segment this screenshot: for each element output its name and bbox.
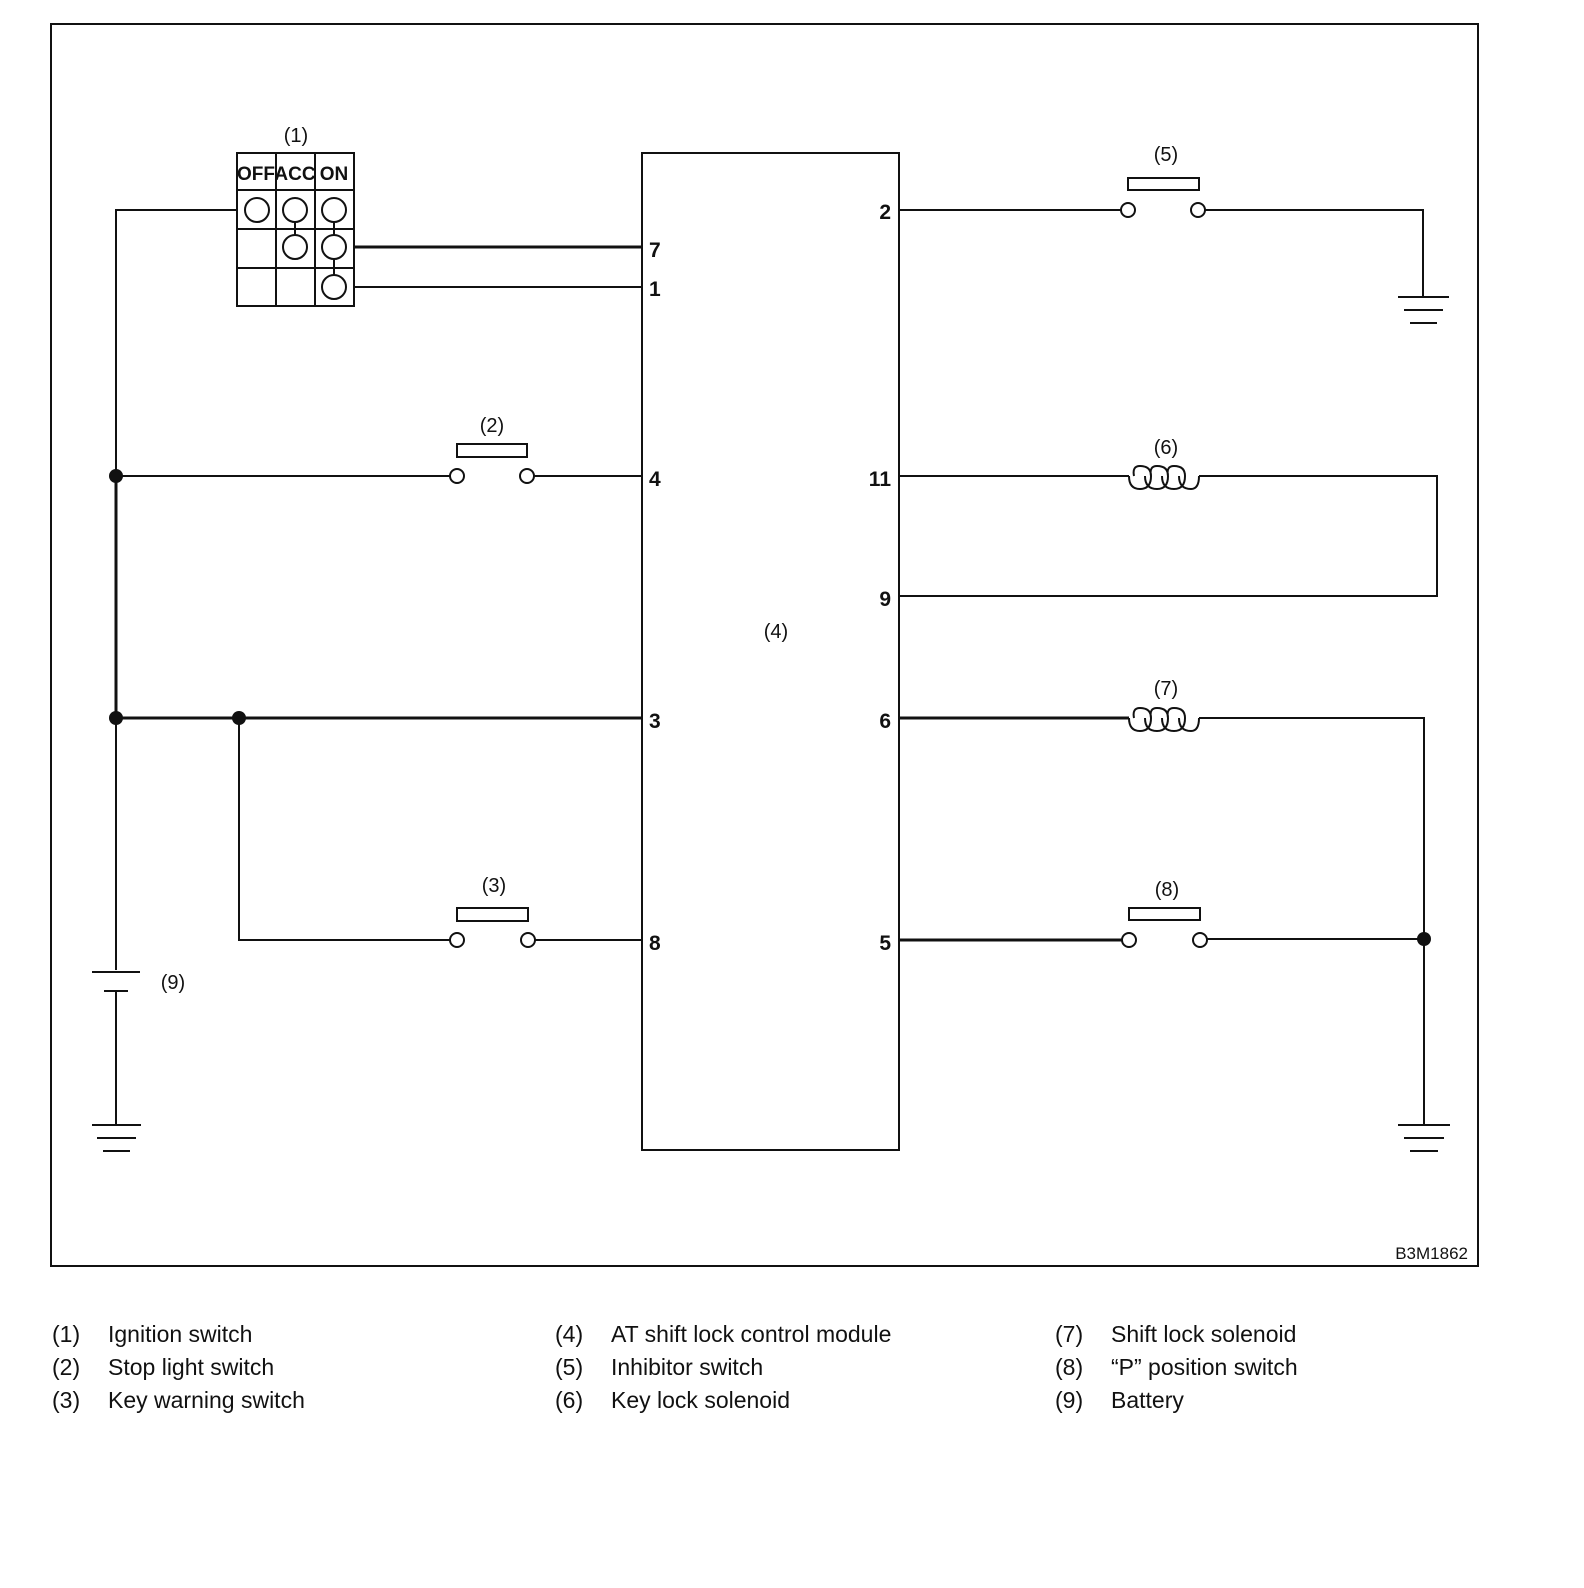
legend-item: (7) Shift lock solenoid bbox=[1055, 1318, 1298, 1351]
legend-text: Stop light switch bbox=[108, 1354, 275, 1380]
label-ignition-switch: (1) bbox=[284, 125, 308, 147]
legend-number: (3) bbox=[52, 1387, 81, 1413]
ignition-pos-on: ON bbox=[320, 164, 349, 185]
pin-2: 2 bbox=[879, 201, 891, 224]
legend-number: (6) bbox=[555, 1387, 584, 1413]
legend-column: (4) AT shift lock control module (5) Inhib… bbox=[555, 1318, 891, 1417]
shift-lock-control-module: (4) 7 1 4 3 8 2 11 9 6 5 bbox=[641, 152, 900, 1151]
ignition-switch: (1) OFF ACC ON bbox=[236, 125, 355, 307]
legend-text: Shift lock solenoid bbox=[1111, 1321, 1297, 1347]
legend-column: (1)Ignition switch (2)Stop light switch … bbox=[52, 1318, 305, 1417]
ground-symbol-left bbox=[92, 1124, 141, 1152]
legend-number: (5) bbox=[555, 1354, 584, 1380]
ignition-pos-off: OFF bbox=[237, 164, 275, 185]
pin-1: 1 bbox=[649, 278, 661, 301]
pin-8: 8 bbox=[649, 932, 661, 955]
legend-text: Key lock solenoid bbox=[611, 1387, 790, 1413]
legend-number: (4) bbox=[555, 1321, 584, 1347]
legend-text: AT shift lock control module bbox=[611, 1321, 892, 1347]
legend-number: (7) bbox=[1055, 1321, 1084, 1347]
legend-item: (2) Stop light switch bbox=[52, 1351, 305, 1384]
label-key-warning-switch: (3) bbox=[482, 875, 506, 897]
legend-item: (9) Battery bbox=[1055, 1384, 1298, 1417]
pin-3: 3 bbox=[649, 710, 661, 733]
label-shift-lock-solenoid: (7) bbox=[1154, 678, 1178, 700]
stop-light-switch: (2) bbox=[449, 415, 535, 484]
label-control-module: (4) bbox=[764, 621, 788, 643]
legend-item: (6) Key lock solenoid bbox=[555, 1384, 891, 1417]
legend-item: (3) Key warning switch bbox=[52, 1384, 305, 1417]
pin-6: 6 bbox=[879, 710, 891, 733]
legend-item: (4) AT shift lock control module bbox=[555, 1318, 891, 1351]
pin-4: 4 bbox=[649, 468, 661, 491]
label-inhibitor-switch: (5) bbox=[1154, 144, 1178, 166]
label-p-position-switch: (8) bbox=[1155, 879, 1179, 901]
legend-item: (8) “P” position switch bbox=[1055, 1351, 1298, 1384]
pin-9: 9 bbox=[879, 588, 891, 611]
label-key-lock-solenoid: (6) bbox=[1154, 437, 1178, 459]
legend-text: Key warning switch bbox=[108, 1387, 305, 1413]
key-lock-solenoid: (6) bbox=[1128, 437, 1200, 491]
key-warning-switch: (3) bbox=[449, 875, 536, 948]
legend-text: Ignition switch bbox=[108, 1321, 253, 1347]
legend-text: “P” position switch bbox=[1111, 1354, 1298, 1380]
legend-number: (9) bbox=[1055, 1387, 1084, 1413]
ground-symbol-top-right bbox=[1398, 296, 1449, 324]
legend-item: (1) Ignition switch bbox=[52, 1318, 305, 1351]
legend-column: (7) Shift lock solenoid (8) “P” position s… bbox=[1055, 1318, 1298, 1417]
figure-code: B3M1862 bbox=[1395, 1244, 1468, 1263]
ignition-pos-acc: ACC bbox=[274, 164, 315, 185]
legend-number: (1) bbox=[52, 1321, 81, 1347]
pin-11: 11 bbox=[869, 468, 892, 491]
p-position-switch: (8) bbox=[1121, 879, 1208, 948]
shift-lock-solenoid: (7) bbox=[1128, 678, 1200, 733]
diagram-frame bbox=[50, 23, 1479, 1267]
legend-text: Battery bbox=[1111, 1387, 1184, 1413]
legend-text: Inhibitor switch bbox=[611, 1354, 764, 1380]
label-battery: (9) bbox=[161, 972, 185, 994]
pin-5: 5 bbox=[879, 932, 891, 955]
ground-symbol-bottom-right bbox=[1398, 1124, 1450, 1152]
pin-7: 7 bbox=[649, 239, 661, 262]
legend-number: (2) bbox=[52, 1354, 81, 1380]
inhibitor-switch: (5) bbox=[1120, 144, 1206, 218]
label-stop-light-switch: (2) bbox=[480, 415, 504, 437]
battery: (9) bbox=[92, 971, 185, 1124]
legend-number: (8) bbox=[1055, 1354, 1084, 1380]
legend-item: (5) Inhibitor switch bbox=[555, 1351, 891, 1384]
wiring-diagram: (1) OFF ACC ON (9) bbox=[50, 23, 1479, 1267]
